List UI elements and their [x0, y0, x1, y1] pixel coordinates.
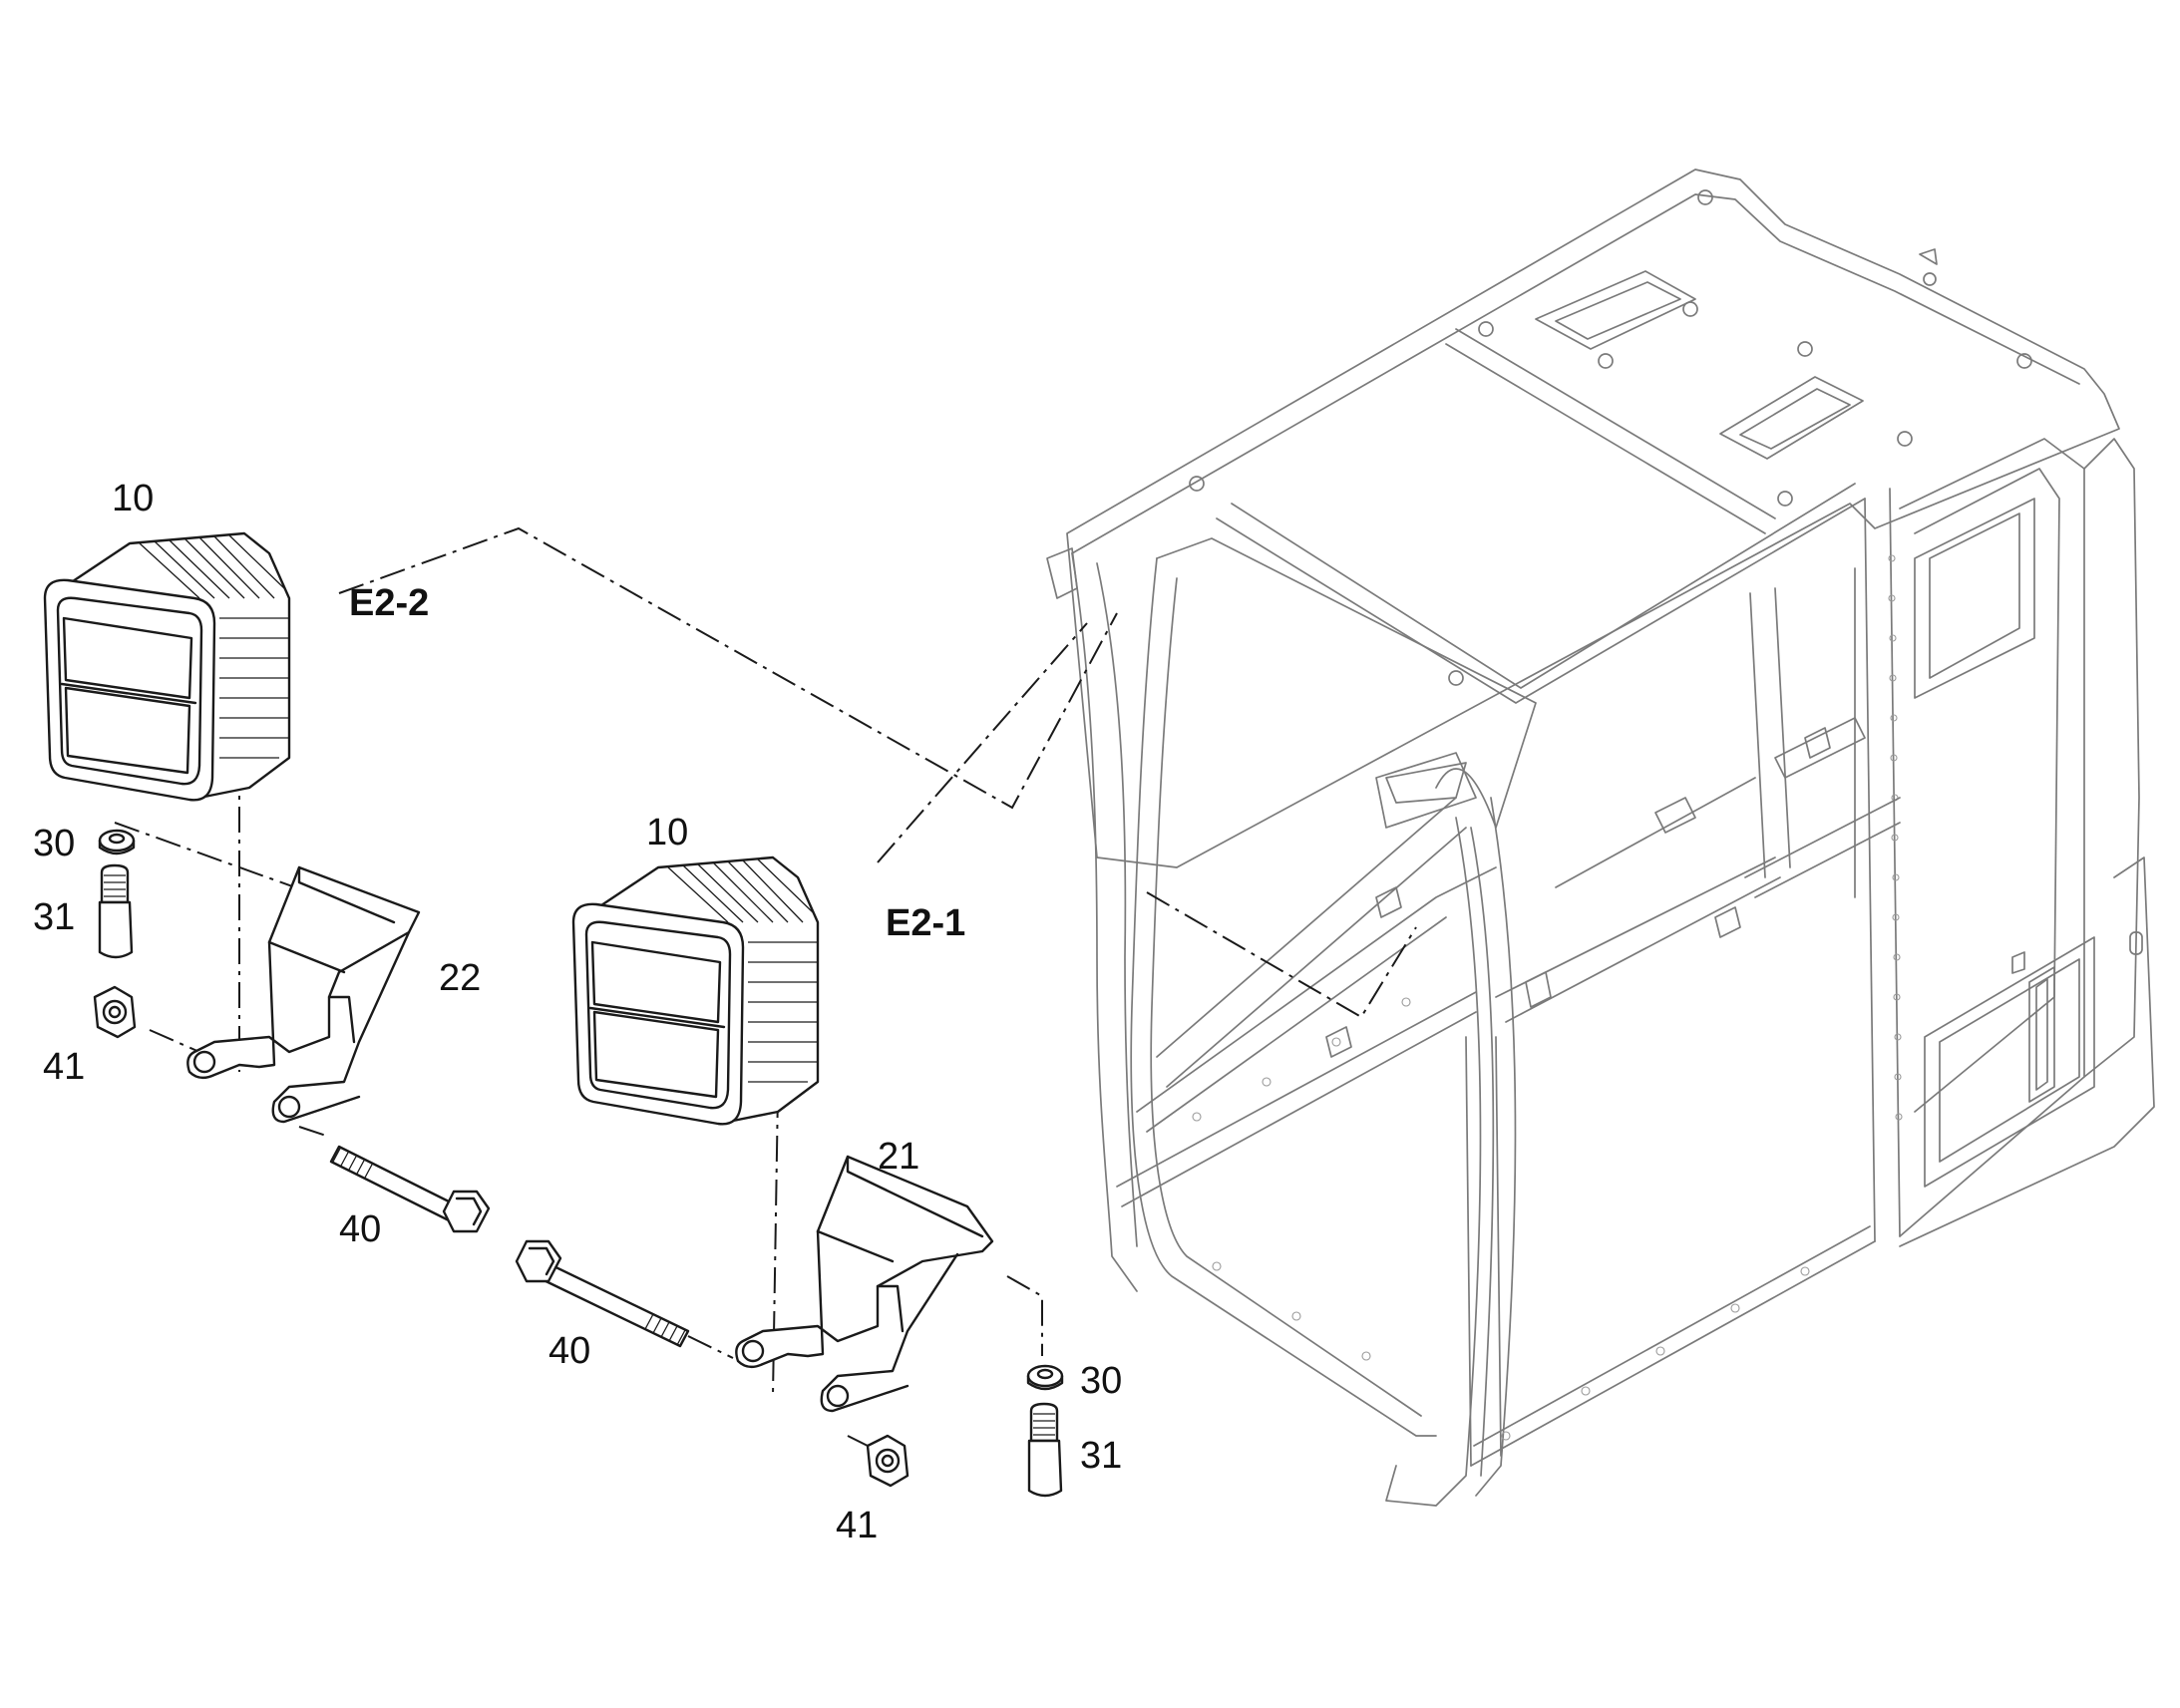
screw-left: [98, 863, 134, 959]
door-rivets: [1888, 554, 1903, 1121]
label-bracket-left: 22: [439, 957, 481, 999]
nut-left: [93, 985, 137, 1039]
label-lamp-right: 10: [646, 812, 688, 854]
label-screw-right: 31: [1080, 1435, 1122, 1477]
label-bracket-right: 21: [878, 1136, 919, 1178]
label-lamp-left: 10: [112, 478, 154, 519]
floor-rivets: [1192, 997, 1810, 1441]
label-washer-left: 30: [33, 823, 75, 864]
label-screw-left: 31: [33, 896, 75, 938]
nut-right: [866, 1434, 909, 1488]
label-bolt-right: 40: [548, 1330, 590, 1372]
bracket-left: [186, 865, 421, 1124]
screw-right: [1027, 1402, 1063, 1498]
bracket-right: [735, 1155, 994, 1413]
cab-frame: [1046, 169, 2155, 1507]
bolt-right: [515, 1239, 690, 1348]
label-washer-right: 30: [1080, 1360, 1122, 1402]
work-lamp-left: [43, 531, 291, 802]
work-lamp-right: [571, 855, 820, 1126]
washer-left: [98, 829, 136, 855]
label-nut-left: 41: [43, 1046, 85, 1088]
label-bolt-left: 40: [339, 1208, 381, 1250]
washer-right: [1026, 1364, 1064, 1391]
label-nut-right: 41: [836, 1505, 878, 1546]
label-group-e2-1: E2-1: [886, 902, 965, 944]
bolt-left: [329, 1145, 491, 1233]
label-group-e2-2: E2-2: [349, 582, 429, 624]
